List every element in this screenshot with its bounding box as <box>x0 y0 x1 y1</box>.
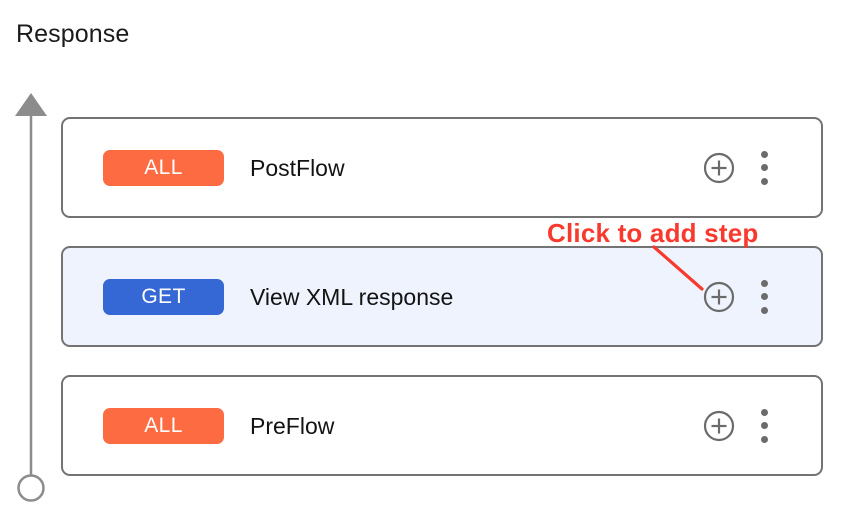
add-step-button[interactable] <box>703 410 735 442</box>
method-badge-all: ALL <box>103 149 224 186</box>
axis-endpoint-circle-icon <box>17 474 45 502</box>
add-step-button[interactable] <box>703 281 735 313</box>
flow-direction-axis <box>15 93 47 502</box>
kebab-menu-button[interactable] <box>753 408 775 443</box>
flow-row-label: PostFlow <box>250 154 345 181</box>
add-step-button[interactable] <box>703 152 735 184</box>
axis-arrowhead-icon <box>15 93 47 116</box>
method-badge-get: GET <box>103 278 224 315</box>
flow-row-label: View XML response <box>250 283 454 310</box>
kebab-dot-icon <box>760 293 768 300</box>
flow-row-view-xml-response[interactable]: GET View XML response <box>61 246 823 347</box>
kebab-dot-icon <box>760 177 768 185</box>
page-title: Response <box>16 20 130 48</box>
flow-row-preflow[interactable]: ALL PreFlow <box>61 375 823 476</box>
kebab-dot-icon <box>760 164 768 171</box>
kebab-menu-button[interactable] <box>753 150 775 185</box>
kebab-dot-icon <box>760 435 768 443</box>
kebab-dot-icon <box>760 408 768 416</box>
flow-row-label: PreFlow <box>250 412 335 439</box>
kebab-dot-icon <box>760 422 768 429</box>
method-badge-all: ALL <box>103 407 224 444</box>
kebab-dot-icon <box>760 306 768 314</box>
kebab-menu-button[interactable] <box>753 279 775 314</box>
kebab-dot-icon <box>760 279 768 287</box>
flow-row-postflow[interactable]: ALL PostFlow <box>61 117 823 218</box>
kebab-dot-icon <box>760 150 768 158</box>
flow-rows-list: ALL PostFlow GET View XML response <box>61 117 823 476</box>
annotation-label: Click to add step <box>547 218 759 248</box>
